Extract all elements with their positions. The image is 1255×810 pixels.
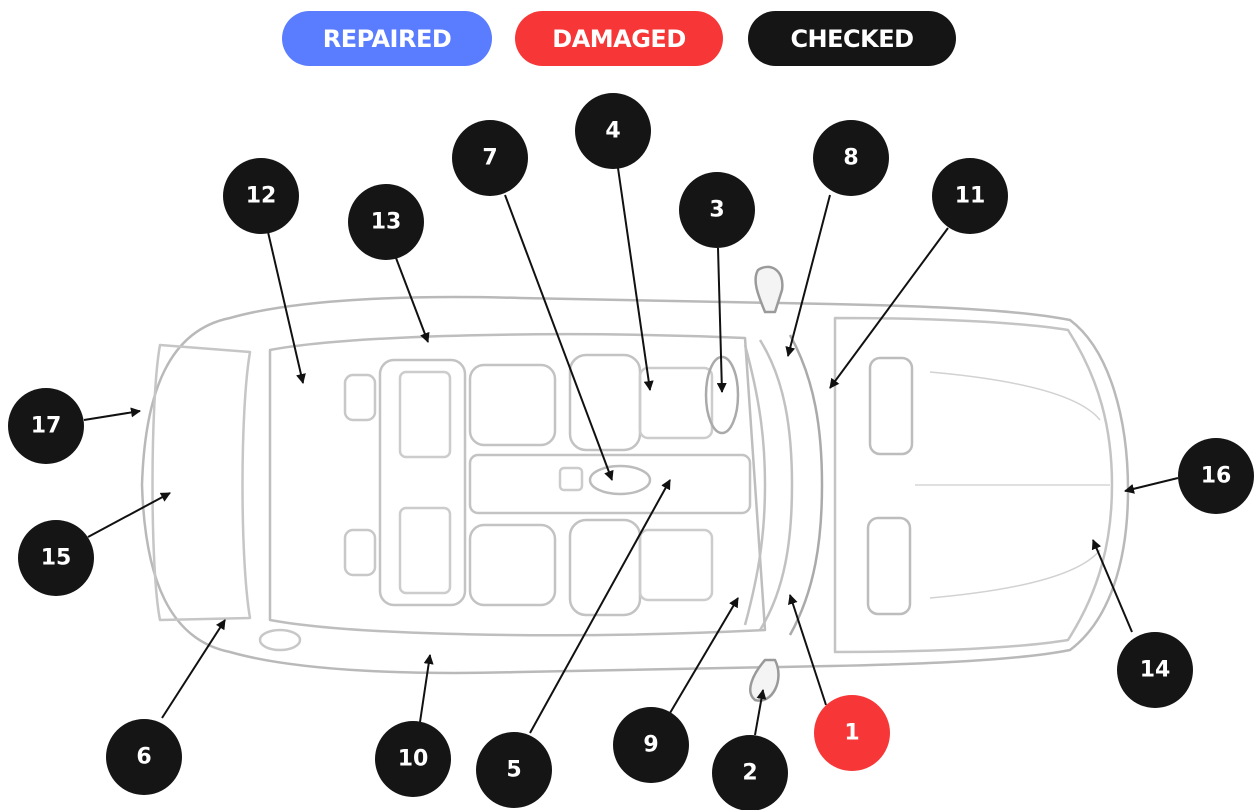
leader-line-17 xyxy=(83,407,141,421)
marker-13-number: 13 xyxy=(371,210,402,235)
marker-11-number: 11 xyxy=(955,184,986,209)
marker-7-number: 7 xyxy=(482,146,497,171)
leader-line-14 xyxy=(1091,539,1133,633)
legend-checked-badge[interactable]: CHECKED xyxy=(748,11,956,66)
marker-2-circle xyxy=(712,735,788,810)
leader-line-6 xyxy=(161,619,226,719)
leader-line-12 xyxy=(267,231,306,384)
marker-17-circle xyxy=(8,388,84,464)
marker-16-number: 16 xyxy=(1201,464,1232,489)
leader-line-11 xyxy=(829,227,949,389)
marker-9[interactable]: 9 xyxy=(613,707,689,783)
leader-line-2 xyxy=(754,689,767,736)
leader-line-7 xyxy=(504,194,614,481)
marker-15[interactable]: 15 xyxy=(18,520,94,596)
marker-14-circle xyxy=(1117,632,1193,708)
marker-11[interactable]: 11 xyxy=(932,158,1008,234)
marker-17[interactable]: 17 xyxy=(8,388,84,464)
marker-11-circle xyxy=(932,158,1008,234)
marker-5[interactable]: 5 xyxy=(476,732,552,808)
marker-9-circle xyxy=(613,707,689,783)
marker-3-number: 3 xyxy=(709,198,724,223)
marker-16-circle xyxy=(1178,438,1254,514)
leader-line-8 xyxy=(785,194,831,357)
marker-10-number: 10 xyxy=(398,747,429,772)
marker-7-circle xyxy=(452,120,528,196)
marker-16[interactable]: 16 xyxy=(1178,438,1254,514)
marker-13-circle xyxy=(348,184,424,260)
marker-7[interactable]: 7 xyxy=(452,120,528,196)
legend-repaired-badge[interactable]: REPAIRED xyxy=(282,11,492,66)
leader-line-16 xyxy=(1124,477,1179,494)
marker-12-number: 12 xyxy=(246,184,277,209)
marker-2-number: 2 xyxy=(742,761,757,786)
marker-12[interactable]: 12 xyxy=(223,158,299,234)
marker-8-circle xyxy=(813,120,889,196)
marker-6-number: 6 xyxy=(136,745,151,770)
marker-14[interactable]: 14 xyxy=(1117,632,1193,708)
marker-13[interactable]: 13 xyxy=(348,184,424,260)
leader-line-4 xyxy=(617,167,654,391)
marker-10-circle xyxy=(375,721,451,797)
marker-6-circle xyxy=(106,719,182,795)
marker-14-number: 14 xyxy=(1140,658,1171,683)
marker-4[interactable]: 4 xyxy=(575,93,651,169)
leader-line-13 xyxy=(395,257,430,343)
marker-12-circle xyxy=(223,158,299,234)
marker-4-number: 4 xyxy=(605,119,620,144)
marker-15-number: 15 xyxy=(41,546,72,571)
leader-lines xyxy=(83,167,1179,736)
marker-4-circle xyxy=(575,93,651,169)
marker-3-circle xyxy=(679,172,755,248)
marker-1-circle xyxy=(814,695,890,771)
marker-1-number: 1 xyxy=(844,721,859,746)
marker-15-circle xyxy=(18,520,94,596)
legend-damaged-badge[interactable]: DAMAGED xyxy=(515,11,723,66)
car-top-view-illustration xyxy=(140,265,1130,702)
marker-group: 1 2 3 4 5 6 7 8 9 10 11 12 13 14 15 16 1… xyxy=(8,93,1254,810)
marker-1[interactable]: 1 xyxy=(814,695,890,771)
marker-17-number: 17 xyxy=(31,414,62,439)
marker-3[interactable]: 3 xyxy=(679,172,755,248)
leader-line-9 xyxy=(669,597,739,714)
leader-line-15 xyxy=(87,492,171,538)
leader-line-1 xyxy=(788,594,827,706)
marker-10[interactable]: 10 xyxy=(375,721,451,797)
marker-8[interactable]: 8 xyxy=(813,120,889,196)
marker-8-number: 8 xyxy=(843,146,858,171)
marker-6[interactable]: 6 xyxy=(106,719,182,795)
leader-line-10 xyxy=(419,654,434,723)
leader-line-5 xyxy=(529,479,671,734)
marker-2[interactable]: 2 xyxy=(712,735,788,810)
marker-5-number: 5 xyxy=(506,758,521,783)
leader-line-3 xyxy=(716,247,727,393)
marker-9-number: 9 xyxy=(643,733,658,758)
marker-5-circle xyxy=(476,732,552,808)
